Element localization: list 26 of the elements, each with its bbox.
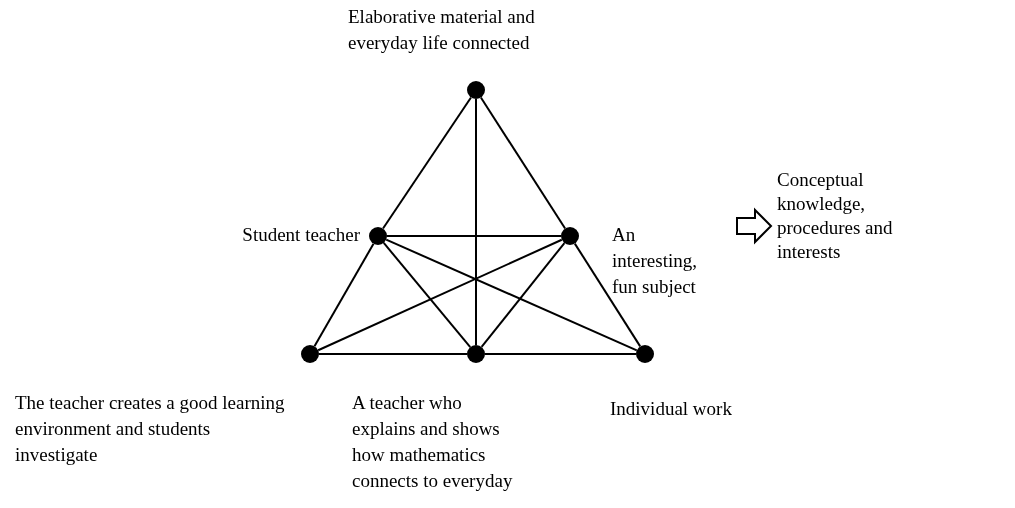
node-label: Individual work	[610, 397, 733, 421]
connecting-line	[475, 98, 477, 346]
connecting-line	[573, 242, 642, 348]
node-dot	[301, 345, 319, 363]
connecting-line	[385, 238, 638, 352]
node-label: Elaborative material and everyday life connected	[348, 5, 536, 55]
node-dot	[369, 227, 387, 245]
connecting-line	[313, 242, 375, 348]
node-dot	[467, 81, 485, 99]
node-label: The teacher creates a good learning environment and students investigate	[15, 391, 286, 467]
node-label: A teacher who explains and shows how mathematics connects to everyday	[352, 391, 514, 493]
connecting-line	[317, 238, 563, 352]
connecting-line	[480, 242, 566, 348]
node-dot	[561, 227, 579, 245]
connecting-line	[479, 96, 567, 230]
node-label: An interesting, fun subject	[612, 223, 698, 299]
node-dot	[467, 345, 485, 363]
outcome-text: Conceptual knowledge, procedures and interests	[777, 168, 897, 264]
node-label: Student teacher	[241, 223, 360, 247]
connecting-line	[382, 241, 472, 349]
connecting-line	[484, 353, 637, 355]
connecting-line	[386, 235, 562, 237]
connecting-line	[382, 96, 472, 230]
block-arrow	[736, 207, 773, 245]
node-dot	[636, 345, 654, 363]
connecting-line	[318, 353, 468, 355]
